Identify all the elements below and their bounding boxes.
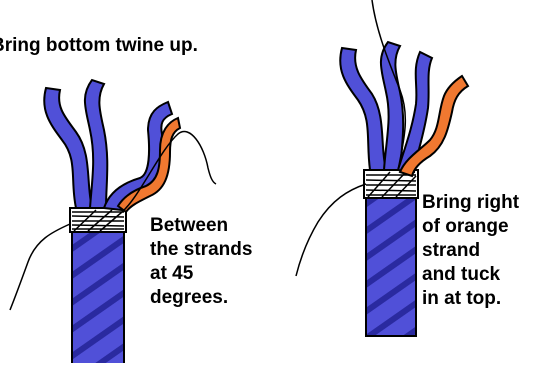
caption-line: and tuck (422, 263, 519, 287)
caption-line: of orange (422, 215, 519, 239)
caption-line: in at top. (422, 287, 519, 311)
left-rope-body (72, 228, 124, 363)
caption-line: strand (422, 239, 519, 263)
caption-bring-bottom-twine-up: Bring bottom twine up. (0, 34, 198, 58)
right-strand-1 (340, 48, 386, 170)
caption-between-strands: Between the strands at 45 degrees. (150, 214, 252, 310)
right-twine-bottom (296, 184, 366, 276)
left-whipping-band (70, 208, 126, 232)
caption-line: Between (150, 214, 252, 238)
caption-line: degrees. (150, 286, 252, 310)
left-twine-bottom (10, 224, 70, 310)
caption-line: Bring right (422, 191, 519, 215)
right-orange-strand (400, 76, 468, 176)
caption-line: the strands (150, 238, 252, 262)
caption-bring-right-of-orange: Bring right of orange strand and tuck in… (422, 191, 519, 311)
caption-line: at 45 (150, 262, 252, 286)
right-rope-body (366, 196, 416, 336)
